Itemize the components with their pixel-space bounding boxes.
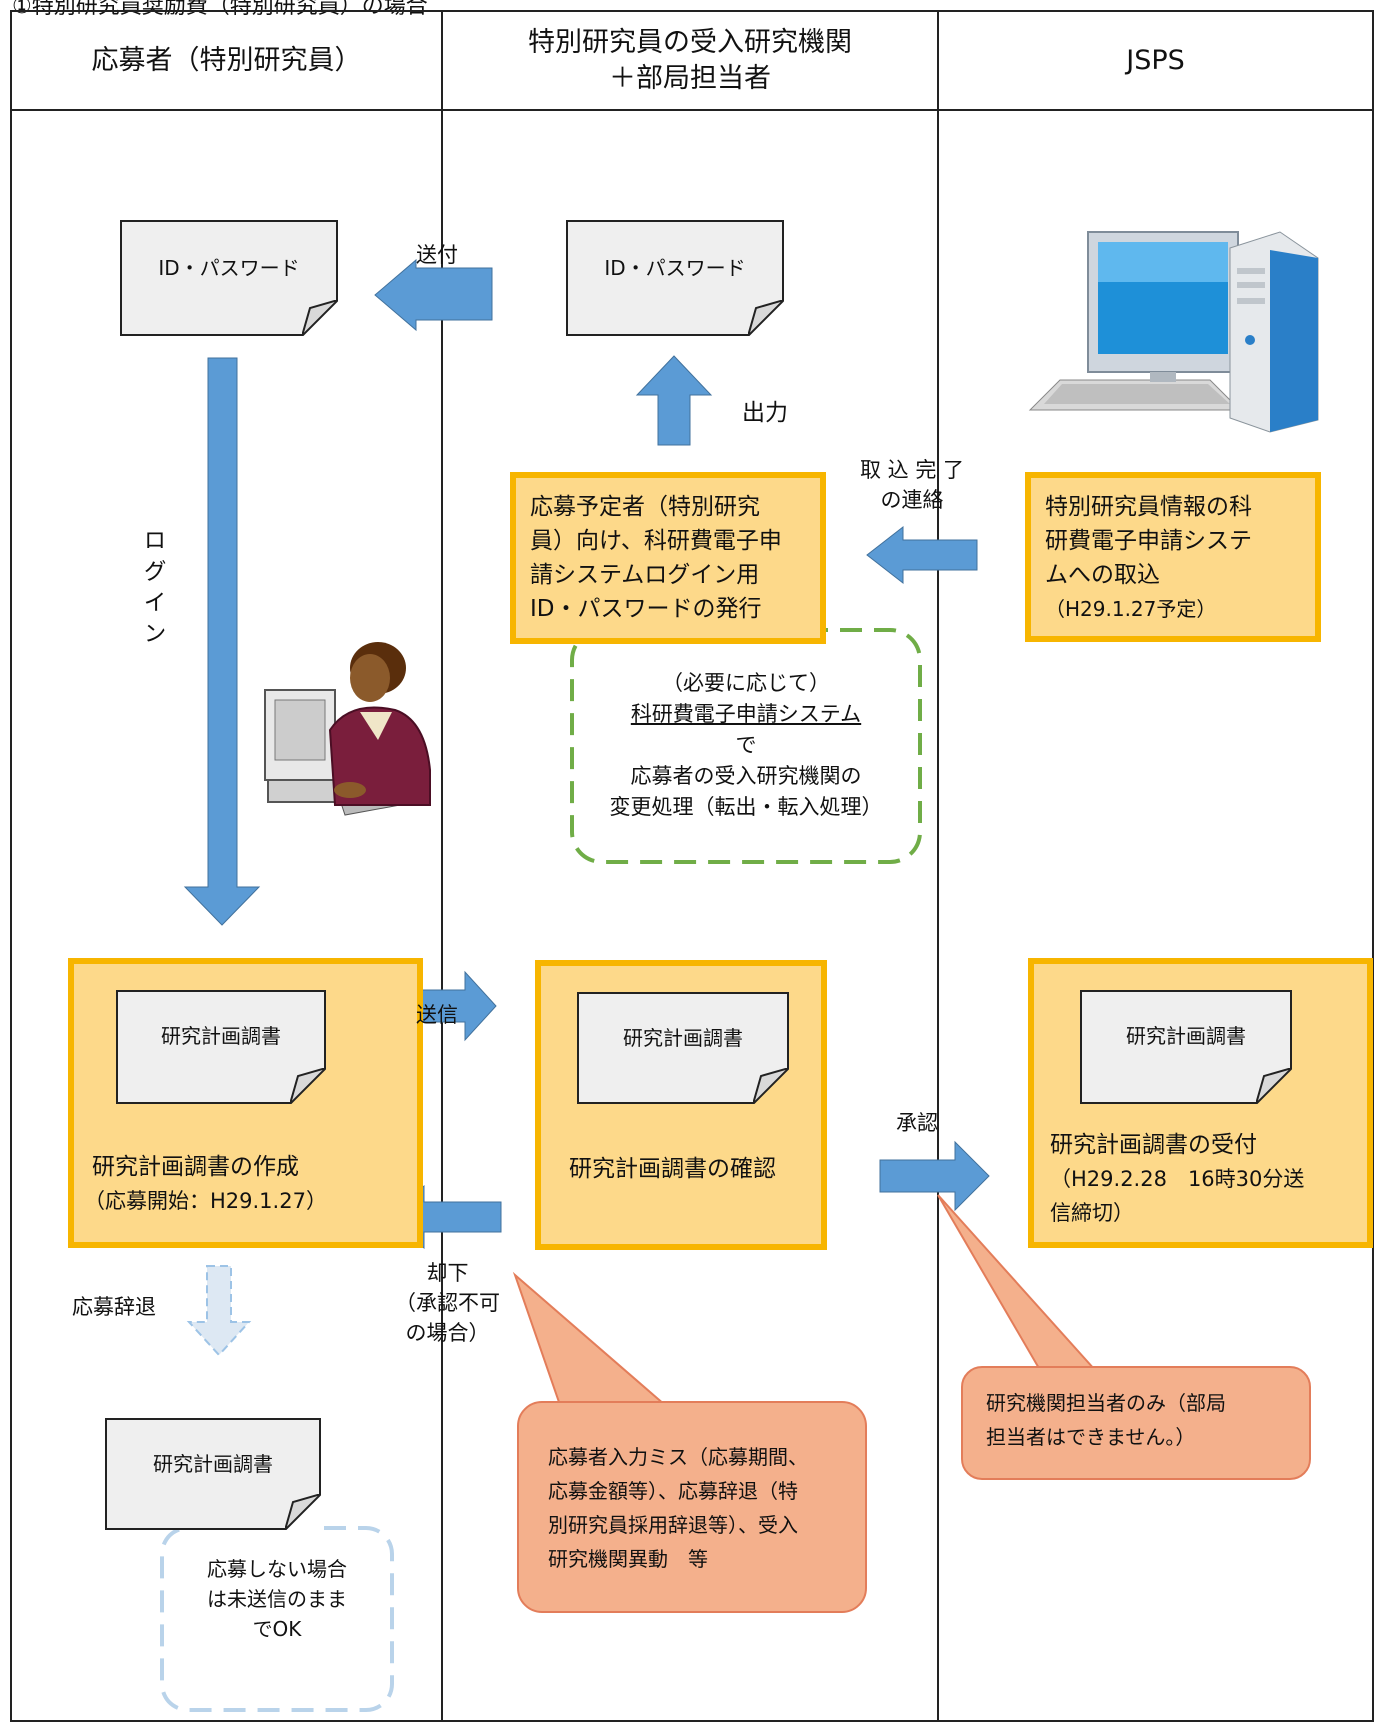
- research-plan-document-confirm: 研究計画調書: [577, 992, 789, 1104]
- import-to-system-box: 特別研究員情報の科 研費電子申請システ ムへの取込 （H29.1.27予定）: [1025, 472, 1321, 642]
- lane-divider-1: [441, 10, 443, 1722]
- transfer-note-text: （必要に応じて） 科研費電子申請システムで 応募者の受入研究機関の 変更処理（転…: [609, 671, 883, 819]
- send-label: 送付: [416, 243, 458, 267]
- reject-label: 却下 （承認不可 の場合）: [395, 1261, 500, 1345]
- reject-reasons-text: 応募者入力ミス（応募期間、 応募金額等）、応募辞退（特 別研究員採用辞退等）、受…: [548, 1445, 808, 1571]
- withdraw-arrow: [186, 1265, 252, 1357]
- issue-id-box: 応募予定者（特別研究 員）向け、科研費電子申 請システムログイン用 ID・パスワ…: [510, 472, 826, 644]
- approve-only-text: 研究機関担当者のみ（部局 担当者はできません。）: [986, 1391, 1226, 1449]
- research-plan-document-receive: 研究計画調書: [1080, 990, 1292, 1104]
- header-divider: [10, 109, 1374, 111]
- approve-arrow: [879, 1140, 990, 1212]
- login-label: ログイン: [139, 528, 165, 652]
- column-header-applicant: 応募者（特別研究員）: [91, 44, 362, 76]
- column-header-institution: 特別研究員の受入研究機関 ＋部局担当者: [528, 26, 852, 94]
- confirm-plan-box: 研究計画調書 研究計画調書の確認: [535, 960, 827, 1250]
- output-arrow: [635, 355, 713, 446]
- computer-icon: [1028, 231, 1319, 433]
- research-plan-document-create: 研究計画調書: [116, 990, 326, 1104]
- output-label: 出力: [742, 400, 788, 426]
- import-complete-label: 取 込 完 了 の連絡: [860, 458, 965, 512]
- approve-label: 承認: [896, 1111, 938, 1135]
- swimlane-frame: [10, 10, 1374, 1722]
- research-plan-document-unsent: 研究計画調書: [105, 1418, 321, 1530]
- receive-plan-box: 研究計画調書 研究計画調書の受付 （H29.2.28 16時30分送 信締切）: [1028, 958, 1373, 1248]
- send-arrow: [374, 258, 493, 332]
- id-password-document-institution: ID・パスワード: [566, 220, 784, 336]
- login-arrow: [183, 357, 261, 926]
- column-header-jsps: JSPS: [1126, 44, 1185, 76]
- not-apply-note-text: 応募しない場合 は未送信のまま でOK: [207, 1557, 347, 1641]
- transmit-label: 送信: [416, 1003, 458, 1027]
- figure-caption: ①特別研究員奨励費（特別研究員）の場合: [12, 0, 428, 19]
- lane-divider-2: [937, 10, 939, 1722]
- reject-reasons-callout: [512, 1271, 867, 1613]
- id-password-document-applicant: ID・パスワード: [120, 220, 338, 336]
- person-at-computer-icon: [264, 642, 431, 816]
- approve-only-callout: [937, 1194, 1311, 1480]
- withdraw-label: 応募辞退: [72, 1295, 156, 1319]
- create-plan-box: 研究計画調書 研究計画調書の作成 （応募開始：H29.1.27）: [68, 958, 423, 1248]
- import-complete-arrow: [866, 525, 978, 585]
